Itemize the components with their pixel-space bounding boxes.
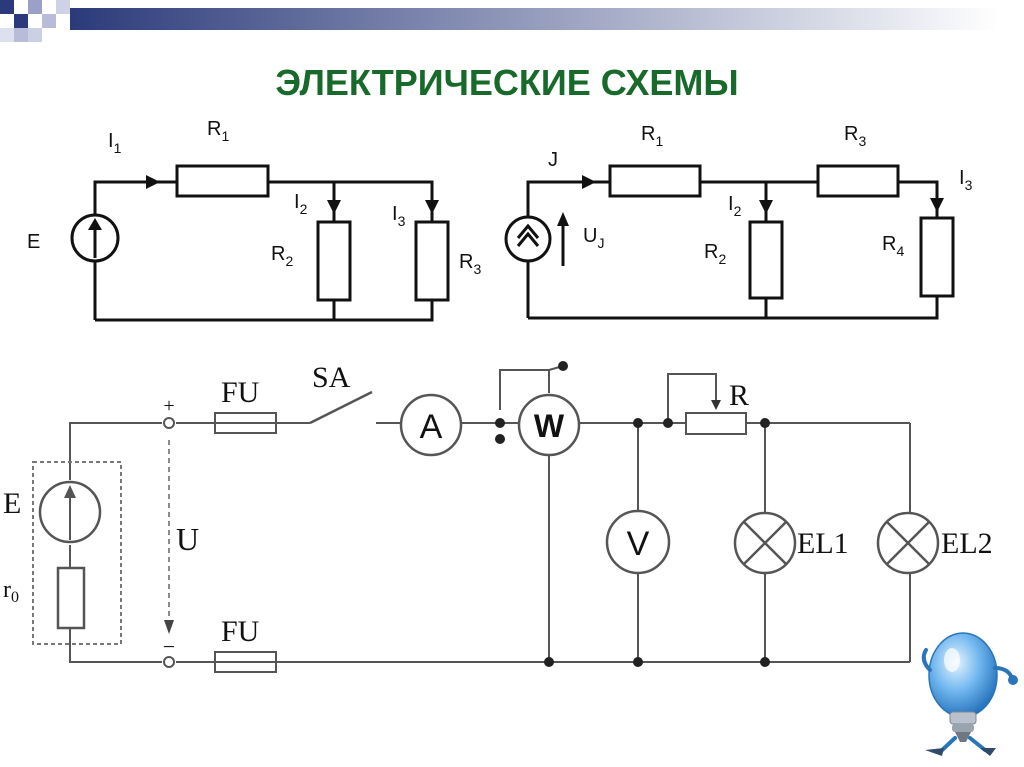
resistor-r0 bbox=[56, 566, 86, 630]
resistor-R1 bbox=[175, 164, 270, 198]
label-R1-c2: R bbox=[641, 123, 655, 145]
arrow-J bbox=[582, 175, 596, 189]
svg-text:R3: R3 bbox=[844, 123, 866, 149]
arrow-I3-c2 bbox=[930, 198, 944, 212]
lightbulb-mascot-icon bbox=[921, 632, 1018, 756]
svg-text:I2: I2 bbox=[294, 191, 308, 217]
label-r0: r bbox=[3, 577, 11, 603]
label-FU-bottom: FU bbox=[221, 615, 260, 648]
svg-text:UJ: UJ bbox=[583, 225, 604, 251]
label-I3-c2: I bbox=[959, 167, 965, 189]
label-R2-c2: R bbox=[704, 241, 718, 263]
circuit-1 bbox=[93, 180, 434, 322]
rheostat-R bbox=[685, 412, 747, 435]
voltage-U-arrow bbox=[164, 440, 174, 634]
svg-text:R4: R4 bbox=[882, 233, 904, 259]
ammeter-A: A bbox=[399, 393, 463, 457]
terminal-minus bbox=[163, 656, 175, 668]
svg-text:V: V bbox=[627, 525, 650, 563]
label-FU-top: FU bbox=[221, 376, 260, 409]
page-title: ЭЛЕКТРИЧЕСКИЕ СХЕМЫ bbox=[275, 62, 738, 103]
svg-text:I3: I3 bbox=[959, 167, 973, 193]
label-E: E bbox=[27, 231, 40, 253]
voltmeter-V: V bbox=[605, 509, 671, 575]
resistor-R1-c2 bbox=[608, 164, 702, 198]
circuit-1-source-E bbox=[70, 213, 120, 263]
label-R2: R bbox=[271, 243, 285, 265]
rheostat-slider-arrow bbox=[711, 400, 721, 410]
label-I2: I bbox=[294, 191, 300, 213]
label-UJ: U bbox=[583, 225, 597, 247]
label-EL1: EL1 bbox=[797, 527, 849, 560]
junction-dots bbox=[495, 361, 770, 667]
resistor-R4-c2 bbox=[919, 216, 955, 298]
terminal-plus bbox=[163, 417, 175, 429]
svg-text:R1: R1 bbox=[207, 118, 229, 144]
svg-text:R2: R2 bbox=[271, 243, 293, 269]
arrow-I3 bbox=[425, 200, 439, 214]
label-I2-c2: I bbox=[728, 193, 734, 215]
arrow-I2 bbox=[327, 200, 341, 214]
source-dashed-box bbox=[32, 461, 122, 645]
label-I3: I bbox=[392, 203, 398, 225]
circuit-2-labels: J R1 R3 UJ I2 R2 I3 R4 bbox=[548, 123, 973, 267]
header-decoration bbox=[0, 0, 1000, 42]
label-I1: I bbox=[108, 130, 114, 152]
label-EL2: EL2 bbox=[941, 527, 993, 560]
svg-text:W: W bbox=[534, 408, 565, 444]
wattmeter-W: W bbox=[517, 393, 581, 457]
svg-text:R1: R1 bbox=[641, 123, 663, 149]
label-R-c3: R bbox=[729, 379, 749, 412]
resistor-R2-c2 bbox=[748, 220, 784, 300]
svg-text:r0: r0 bbox=[3, 577, 19, 606]
circuit-2-current-source-J bbox=[504, 215, 552, 263]
label-U: U bbox=[176, 521, 199, 557]
circuit-1-labels: I1 R1 E I2 I3 R2 R3 bbox=[27, 118, 481, 277]
lamp-EL1 bbox=[733, 511, 797, 575]
resistor-R3-c2 bbox=[816, 164, 900, 198]
resistor-R3 bbox=[414, 220, 450, 302]
source-E-c3 bbox=[38, 480, 102, 544]
label-SA: SA bbox=[312, 361, 351, 394]
circuit-3-labels: E r0 + − U FU FU SA R EL1 EL2 bbox=[3, 361, 993, 659]
fuse-FU-bottom bbox=[214, 651, 277, 673]
svg-text:R3: R3 bbox=[459, 251, 481, 277]
svg-text:I3: I3 bbox=[392, 203, 406, 229]
label-R1: R bbox=[207, 118, 221, 140]
svg-text:A: A bbox=[420, 408, 443, 446]
label-R3-c2: R bbox=[844, 123, 858, 145]
arrow-UJ bbox=[557, 212, 569, 266]
resistor-R2 bbox=[316, 220, 352, 302]
svg-text:I2: I2 bbox=[728, 193, 742, 219]
arrow-I1 bbox=[146, 175, 160, 189]
fuse-FU-top bbox=[214, 412, 277, 434]
svg-text:R2: R2 bbox=[704, 241, 726, 267]
lamp-EL2 bbox=[876, 511, 940, 575]
svg-text:I1: I1 bbox=[108, 130, 122, 156]
circuit-3-wires bbox=[69, 365, 911, 663]
label-E-c3: E bbox=[3, 487, 21, 520]
label-J: J bbox=[548, 149, 558, 171]
switch-SA bbox=[309, 390, 373, 425]
label-minus: − bbox=[163, 634, 175, 659]
label-R3: R bbox=[459, 251, 473, 273]
arrow-I2-c2 bbox=[759, 200, 773, 214]
label-plus: + bbox=[163, 395, 174, 417]
label-R4-c2: R bbox=[882, 233, 896, 255]
